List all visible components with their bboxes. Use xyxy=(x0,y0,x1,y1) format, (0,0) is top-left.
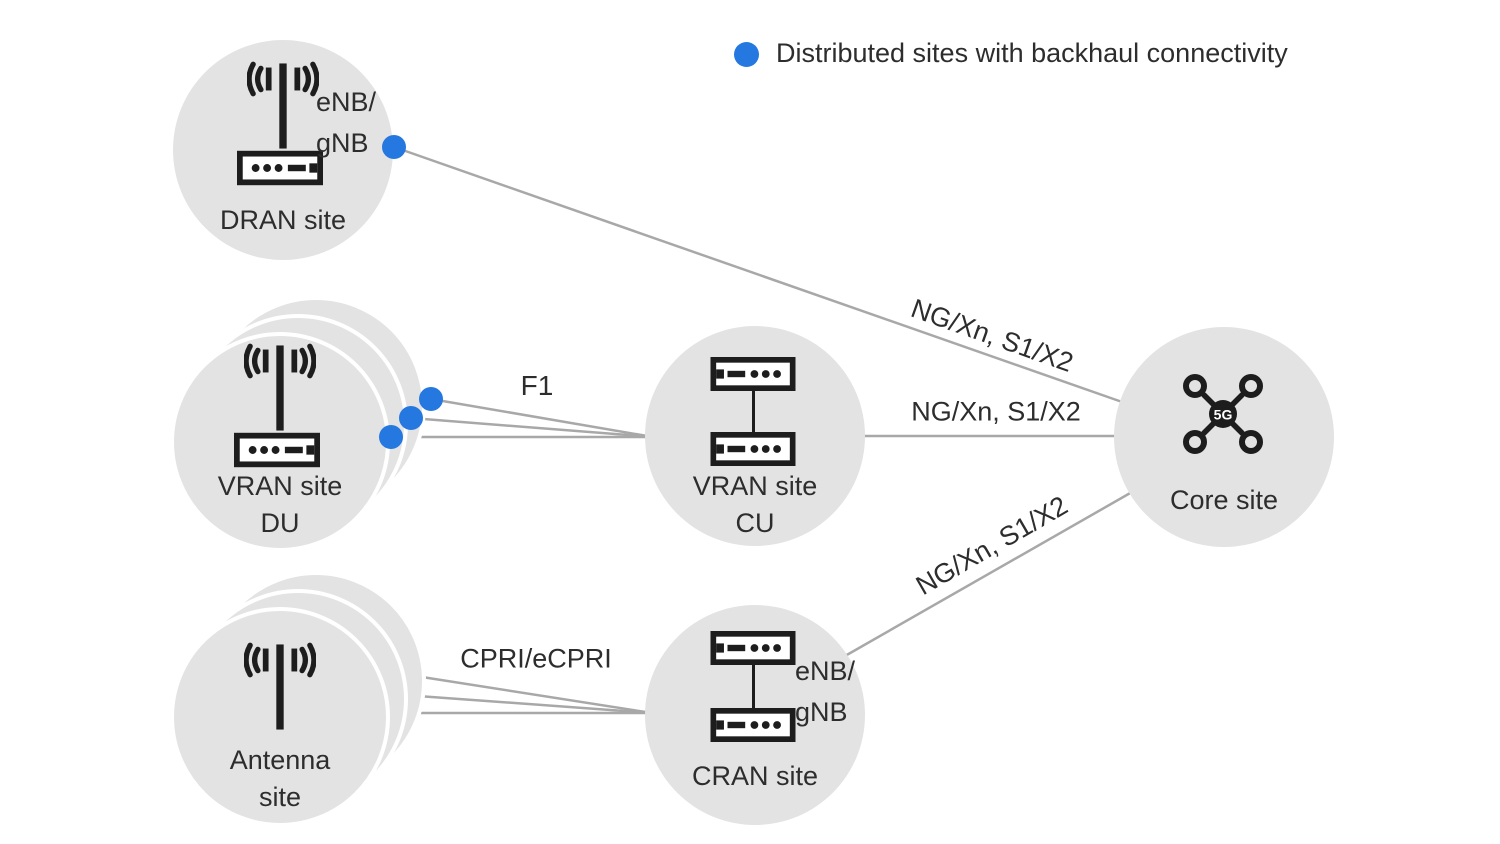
vran-du-site-label: VRAN site DU xyxy=(170,468,390,542)
node-cran-site: eNB/ gNB CRAN site xyxy=(645,605,865,825)
cran-annotation-line2: gNB xyxy=(795,697,848,727)
vran-du-label-line2: DU xyxy=(260,508,300,538)
link-label-cpri: CPRI/eCPRI xyxy=(460,643,612,674)
link-antenna-cran-3 xyxy=(421,675,653,715)
link-label-cu-core: NG/Xn, S1/X2 xyxy=(911,396,1081,427)
backhaul-dot-dran xyxy=(382,135,406,159)
legend-label: Distributed sites with backhaul connecti… xyxy=(776,38,1288,68)
vran-cu-label-line1: VRAN site xyxy=(692,471,818,501)
cran-annotation-line1: eNB/ xyxy=(795,656,856,686)
core-circle xyxy=(1114,327,1334,547)
dran-annotation-line1: eNB/ xyxy=(316,87,377,117)
network-unit-icon-bottom xyxy=(710,432,796,466)
node-vran-cu-site: VRAN site CU xyxy=(645,326,865,546)
legend-blue-dot-icon xyxy=(734,42,759,67)
antenna-tower-icon xyxy=(247,61,319,149)
cran-site-label: CRAN site xyxy=(691,761,819,791)
5g-core-icon: 5G xyxy=(1183,374,1263,454)
dran-enb-gnb-annotation: eNB/ gNB xyxy=(316,82,376,164)
vran-cu-site-label: VRAN site CU xyxy=(645,468,865,542)
node-dran-site: eNB/ gNB DRAN site xyxy=(173,40,393,260)
link-du-cu-3 xyxy=(430,397,654,439)
antenna-tower-icon xyxy=(244,642,316,730)
node-core-site: 5G Core site xyxy=(1114,327,1334,547)
unit-connector-line xyxy=(752,391,755,432)
backhaul-dot-du-2 xyxy=(399,406,423,430)
link-du-cu-2 xyxy=(410,416,654,439)
backhaul-dot-du-3 xyxy=(419,387,443,411)
link-dran-core xyxy=(393,145,1126,405)
baseband-unit-icon xyxy=(237,150,323,186)
link-antenna-cran-2 xyxy=(403,693,653,715)
network-unit-icon-top xyxy=(710,631,796,665)
dran-site-label: DRAN site xyxy=(219,205,347,235)
antenna-site-label: Antenna site xyxy=(170,742,390,816)
antenna-label-line2: site xyxy=(258,782,302,812)
backhaul-dot-du-1 xyxy=(379,425,403,449)
antenna-label-line1: Antenna xyxy=(229,745,331,775)
link-label-f1: F1 xyxy=(520,370,554,401)
unit-connector-line xyxy=(752,665,755,708)
link-cran-core xyxy=(844,490,1133,658)
node-antenna-site: Antenna site xyxy=(170,571,426,827)
vran-du-label-line1: VRAN site xyxy=(217,471,343,501)
cran-enb-gnb-annotation: eNB/ gNB xyxy=(795,651,855,733)
network-unit-icon-bottom xyxy=(710,708,796,742)
dran-annotation-line2: gNB xyxy=(316,128,369,158)
vran-cu-label-line2: CU xyxy=(735,508,775,538)
5g-icon-text: 5G xyxy=(1214,407,1233,423)
core-site-label: Core site xyxy=(1169,485,1279,515)
baseband-unit-icon xyxy=(234,432,320,468)
antenna-tower-icon xyxy=(244,343,316,431)
node-vran-du-site: VRAN site DU xyxy=(170,296,426,552)
network-unit-icon-top xyxy=(710,357,796,391)
